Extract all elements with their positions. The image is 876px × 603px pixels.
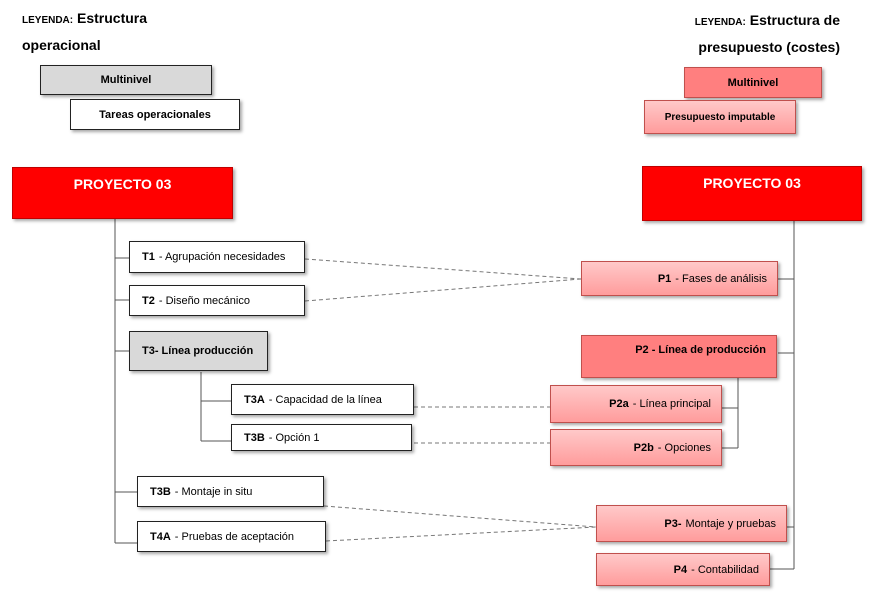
legend-right-multinivel-box: Multinivel — [684, 67, 822, 98]
legend-left-tareas-label: Tareas operacionales — [99, 108, 211, 121]
right-project-box: PROYECTO 03 — [642, 166, 862, 221]
task-t3b-montaje-box: T3B - Montaje in situ — [137, 476, 324, 507]
budget-p2a-box: P2a - Línea principal — [550, 385, 722, 423]
budget-p1-box: P1 - Fases de análisis — [581, 261, 778, 296]
task-t2-box: T2 - Diseño mecánico — [129, 285, 305, 316]
task-t3a-label: - Capacidad de la línea — [268, 393, 382, 406]
task-t3b-label: - Opción 1 — [268, 431, 320, 444]
task-t3-box: T3- Línea producción — [129, 331, 268, 371]
right-project-label: PROYECTO 03 — [703, 175, 801, 191]
budget-p4-box: P4 - Contabilidad — [596, 553, 770, 586]
legend-right-presupuesto-box: Presupuesto imputable — [644, 100, 796, 134]
task-t1-box: T1 - Agrupación necesidades — [129, 241, 305, 273]
budget-p3-code: P3- — [664, 517, 682, 530]
legend-left-multinivel-box: Multinivel — [40, 65, 212, 95]
budget-p2-label: P2 - Línea de producción — [635, 343, 766, 356]
budget-p1-code: P1 — [657, 272, 672, 285]
budget-p4-label: - Contabilidad — [691, 563, 759, 576]
budget-p1-label: - Fases de análisis — [675, 272, 767, 285]
budget-p2b-box: P2b - Opciones — [550, 429, 722, 466]
dashed-t2-p1 — [304, 278, 582, 302]
budget-p2a-code: P2a — [609, 398, 629, 410]
legend-right-title-line2: presupuesto (costes) — [698, 39, 840, 55]
legend-left-prefix: LEYENDA: — [22, 15, 74, 26]
legend-left-title-line1: Estructura — [77, 10, 148, 26]
task-t1-label: - Agrupación necesidades — [158, 251, 286, 263]
legend-right-presupuesto-label: Presupuesto imputable — [664, 111, 776, 123]
dashed-t3b2-p3 — [323, 505, 597, 528]
legend-left-multinivel-label: Multinivel — [100, 74, 152, 86]
left-project-box: PROYECTO 03 — [12, 167, 233, 219]
task-t2-code: T2 — [142, 294, 155, 307]
left-project-label: PROYECTO 03 — [73, 176, 172, 192]
budget-p3-label: Montaje y pruebas — [685, 517, 777, 530]
task-t3b-montaje-label: - Montaje in situ — [174, 485, 253, 498]
task-t2-label: - Diseño mecánico — [158, 294, 250, 307]
legend-left-tareas-box: Tareas operacionales — [70, 99, 240, 130]
legend-right-prefix: LEYENDA: — [694, 17, 746, 28]
budget-p2-box: P2 - Línea de producción — [581, 335, 777, 378]
budget-p3-box: P3- Montaje y pruebas — [596, 505, 787, 542]
task-t3b-box: T3B - Opción 1 — [231, 424, 412, 451]
task-t1-code: T1 — [142, 251, 155, 263]
budget-p2b-label: - Opciones — [657, 441, 711, 454]
budget-p2a-label: - Línea principal — [632, 398, 711, 410]
task-t3a-box: T3A - Capacidad de la línea — [231, 384, 414, 415]
legend-right-title: LEYENDA: Estructura de presupuesto (cost… — [600, 8, 840, 59]
task-t3b-montaje-code: T3B — [150, 485, 171, 498]
legend-right-multinivel-label: Multinivel — [727, 76, 779, 89]
budget-p2b-code: P2b — [633, 441, 654, 454]
dashed-t4a-p3 — [325, 526, 597, 542]
task-t4a-code: T4A — [150, 530, 171, 543]
task-t3a-code: T3A — [244, 393, 265, 406]
task-t4a-box: T4A - Pruebas de aceptación — [137, 521, 326, 552]
dashed-t1-p1 — [304, 258, 582, 280]
task-t3-label: T3- Línea producción — [142, 345, 254, 357]
budget-p4-code: P4 — [673, 563, 688, 576]
task-t3b-code: T3B — [244, 431, 265, 444]
legend-left-title: LEYENDA: Estructura operacional — [22, 6, 242, 57]
legend-right-title-line1: Estructura de — [749, 12, 840, 28]
task-t4a-label: - Pruebas de aceptación — [174, 530, 295, 543]
legend-left-title-line2: operacional — [22, 37, 101, 53]
